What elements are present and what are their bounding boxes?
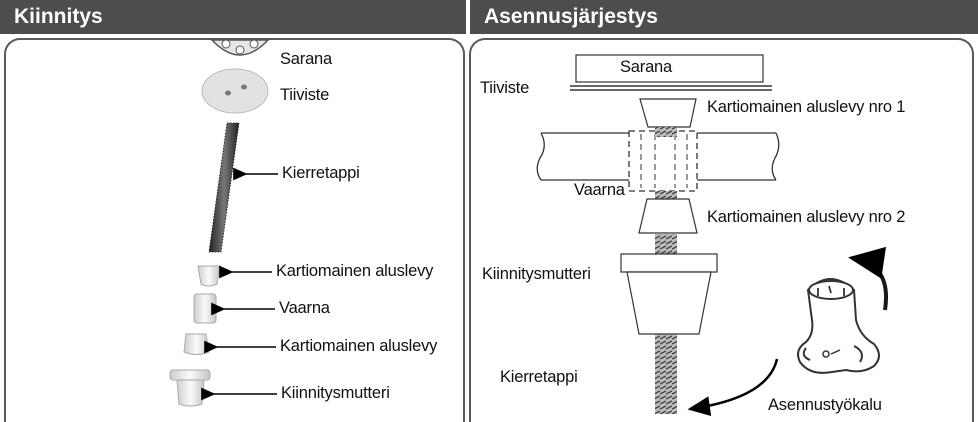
left-label-sarana: Sarana — [280, 50, 333, 68]
right-label-kartiomainen-1: Kartiomainen aluslevy nro 1 — [707, 98, 906, 116]
left-cone-washer-1 — [197, 265, 221, 287]
right-label-kiinnitysmutteri: Kiinnitysmutteri — [482, 265, 591, 283]
left-dowel-part — [193, 293, 217, 324]
left-threaded-rod-part — [208, 122, 240, 253]
right-rod-segment — [655, 334, 677, 414]
left-label-tiiviste: Tiiviste — [280, 86, 330, 104]
left-cone-washer-2 — [183, 333, 210, 355]
right-gasket-part — [570, 85, 772, 91]
left-label-kiinnitysmutteri: Kiinnitysmutteri — [281, 384, 390, 402]
right-label-asennustyokalu: Asennustyökalu — [768, 396, 882, 414]
right-hinge-part — [575, 54, 764, 83]
left-label-vaarna: Vaarna — [279, 299, 330, 317]
right-dowel-part — [628, 130, 698, 192]
left-fastening-nut-part — [169, 369, 211, 407]
left-hinge-part — [210, 39, 270, 56]
right-cone-washer-2 — [638, 198, 698, 234]
left-panel-frame — [4, 38, 465, 422]
right-cone-washer-1 — [639, 98, 697, 128]
tool-to-rod-arrow — [687, 358, 779, 417]
right-label-sarana: Sarana — [620, 58, 673, 76]
left-label-kartiomainen-1: Kartiomainen aluslevy — [276, 262, 434, 280]
left-label-kartiomainen-2: Kartiomainen aluslevy — [280, 337, 438, 355]
right-label-tiiviste: Tiiviste — [480, 79, 530, 97]
right-rod-segment — [655, 191, 677, 199]
left-gasket-part — [201, 68, 269, 114]
rotation-arrow-icon — [848, 246, 888, 311]
left-panel-header: Kiinnitys — [0, 0, 466, 34]
right-label-kierretappi: Kierretappi — [500, 368, 578, 386]
right-label-vaarna: Vaarna — [574, 181, 625, 199]
right-rod-segment — [655, 234, 677, 254]
right-panel-header: Asennusjärjestys — [470, 0, 978, 34]
right-rod-segment — [655, 127, 677, 137]
left-label-kierretappi: Kierretappi — [282, 164, 360, 182]
installation-tool-icon — [797, 278, 880, 374]
right-fastening-nut-part — [620, 253, 718, 335]
right-label-kartiomainen-2: Kartiomainen aluslevy nro 2 — [707, 208, 906, 226]
right-panel-frame — [469, 38, 974, 422]
